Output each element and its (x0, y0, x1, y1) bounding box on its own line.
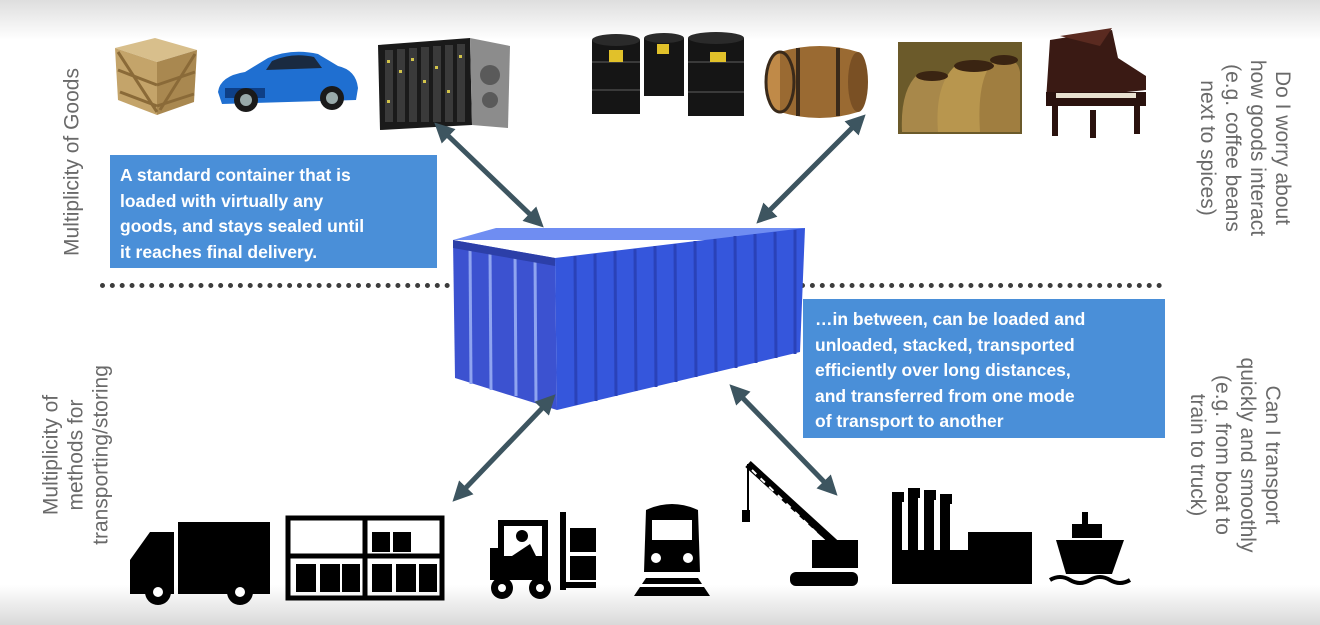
train-icon (634, 504, 710, 596)
factory-icon (892, 488, 1032, 584)
shipping-container (453, 228, 805, 410)
wooden-crate-icon (115, 38, 197, 115)
wine-barrel-icon (764, 46, 868, 118)
forklift-icon (490, 512, 596, 599)
sports-car-icon (218, 51, 358, 112)
right-divider (800, 283, 1162, 288)
arrow-container-to-crane (729, 384, 838, 496)
grand-piano-icon (1046, 28, 1146, 138)
transfer-callout: …in between, can be loaded and unloaded,… (803, 299, 1165, 438)
left-divider (100, 283, 450, 288)
oil-drums-icon (592, 32, 744, 116)
warehouse-racks-icon (285, 515, 445, 601)
server-rack-icon (378, 38, 510, 130)
arrow-container-to-goods (756, 114, 866, 224)
sealed-container-callout: A standard container that is loaded with… (110, 155, 437, 268)
arrow-goods-to-container (434, 122, 544, 228)
arrow-container-to-truck (452, 394, 556, 502)
crane-icon (742, 461, 858, 586)
truck-icon (130, 522, 270, 605)
ship-icon (1048, 512, 1132, 585)
coffee-sacks-icon (898, 42, 1022, 134)
